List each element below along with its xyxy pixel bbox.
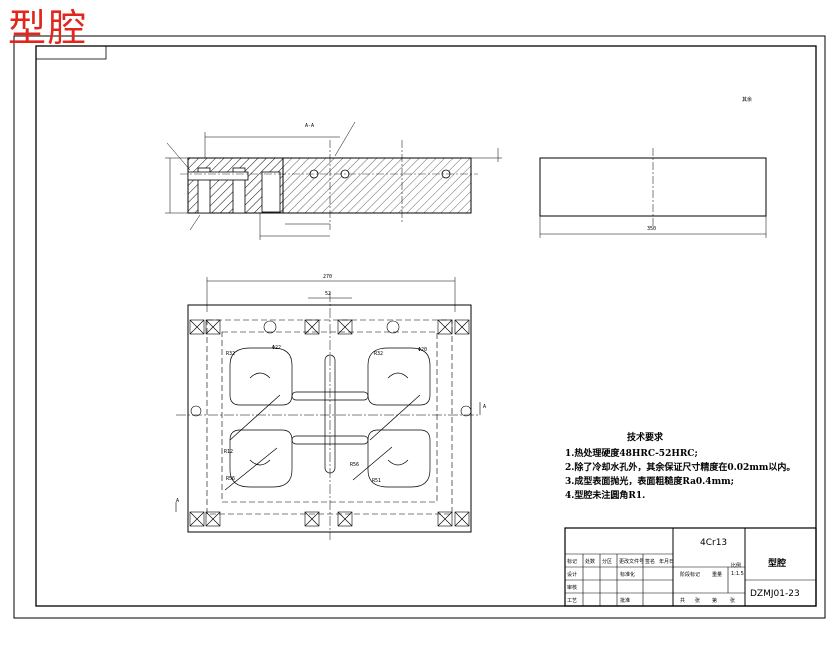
roughness-note: 其余 [742, 97, 753, 103]
header-label-zone: 分区 [602, 559, 613, 565]
section-mark-a-right: A [483, 404, 487, 410]
side-view-width-dim: 350 [647, 226, 657, 232]
side-view [539, 148, 767, 238]
sheet-unit-label-2: 张 [730, 598, 736, 604]
section-label: A-A [305, 123, 315, 129]
row-label-process: 工艺 [567, 598, 578, 604]
sheet-total-label: 共 [680, 598, 686, 604]
radius-r32-left: R32 [226, 351, 236, 357]
part-name-label: 型腔 [768, 559, 787, 569]
approve-label: 批准 [620, 598, 631, 604]
plan-outline [187, 304, 472, 533]
title-block-lines [564, 527, 817, 607]
header-label-mark: 标记 [567, 559, 578, 565]
row-label-design: 设计 [567, 572, 578, 578]
scale-value: 1:1.5 [731, 571, 744, 577]
weight-label: 重量 [712, 572, 723, 578]
tech-requirements-heading: 技术要求 [627, 433, 664, 443]
tech-requirement-1: 1.热处理硬度48HRC-52HRC; [565, 449, 698, 459]
section-mark-a-bottom: A [176, 498, 180, 504]
header-label-change-doc: 更改文件号 [619, 559, 645, 565]
corner-label-box [35, 45, 107, 60]
ratio-label: 比例 [731, 563, 742, 569]
header-label-signature: 签名 [645, 559, 656, 565]
tech-requirement-3: 3.成型表面抛光，表面粗糙度Ra0.4mm; [565, 477, 734, 487]
header-label-count: 处数 [585, 559, 596, 565]
tech-requirement-4: 4.型腔未注圆角R1. [565, 491, 646, 501]
radius-r32-right: R32 [374, 351, 384, 357]
drawing-title: 型腔 [8, 6, 89, 50]
section-view [165, 121, 502, 240]
stage-label: 阶段标记 [680, 572, 701, 578]
standard-label: 标准化 [620, 572, 636, 578]
sheet-unit-label-1: 张 [695, 598, 701, 604]
plan-width-dim: 270 [323, 274, 333, 280]
drawing-number: DZMJ01-23 [750, 589, 800, 599]
header-label-date: 年月日 [659, 559, 675, 565]
material-label: 4Cr13 [700, 538, 728, 548]
radius-r56: R56 [226, 476, 236, 482]
plan-view [175, 277, 481, 540]
r12-left: R12 [224, 449, 234, 455]
radius-r51: R51 [372, 478, 382, 484]
outer-frame [13, 35, 826, 619]
sheet-number-label: 第 [712, 598, 718, 604]
tech-requirement-2: 2.除了冷却水孔外，其余保证尺寸精度在0.02mm以内。 [565, 463, 796, 473]
radius-r56-right: R56 [350, 462, 360, 468]
plan-inner-width-dim: 52 [325, 291, 332, 297]
inner-frame [35, 45, 817, 607]
dia-20-right: Φ20 [418, 347, 428, 353]
dia-22-left: Φ22 [272, 345, 282, 351]
row-label-review: 审核 [567, 585, 578, 591]
